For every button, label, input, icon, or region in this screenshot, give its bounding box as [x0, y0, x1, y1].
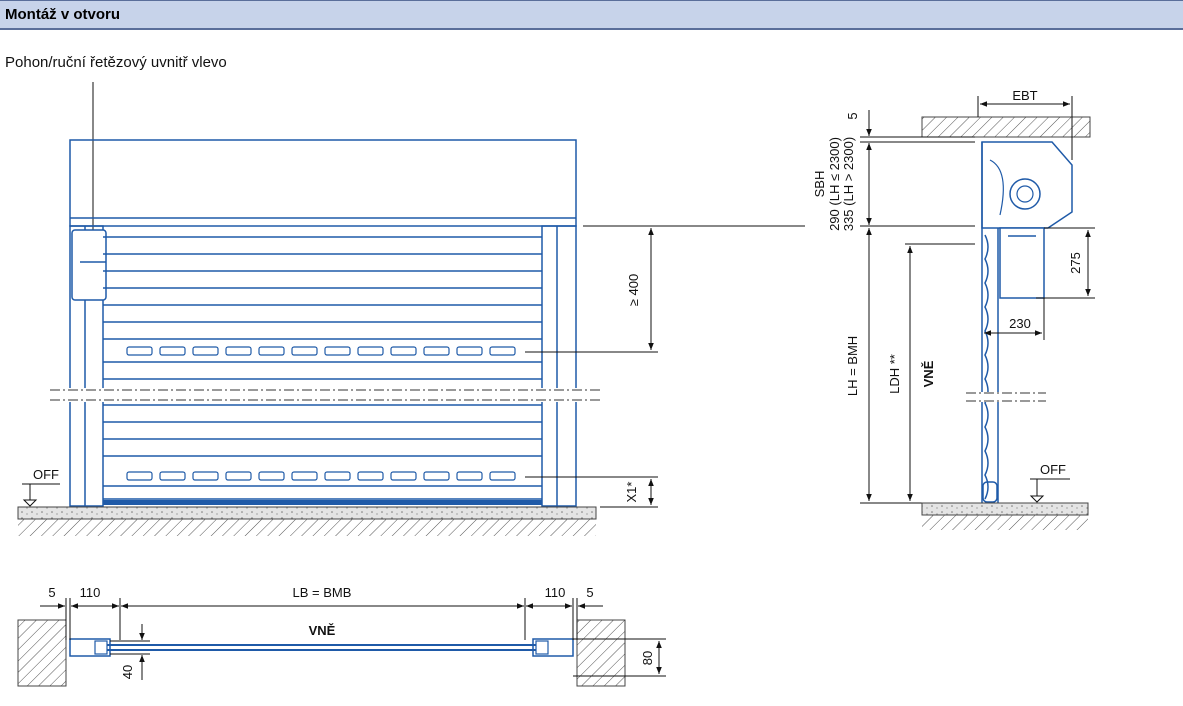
chain-drive-unit: [71, 229, 107, 301]
lintel: [921, 116, 1091, 138]
outside-label-plan: VNĚ: [309, 623, 336, 638]
dim-lh: LH = BMH: [845, 336, 860, 396]
dim-left-width: 110: [80, 585, 101, 600]
motor-unit: [999, 227, 1045, 299]
floor-label-side: OFF: [1040, 462, 1066, 477]
vision-windows-lower: [126, 471, 516, 481]
bottom-seal: [103, 500, 542, 505]
dim-right-width: 110: [545, 585, 566, 600]
dim-80: 80: [640, 651, 655, 665]
dim-40: 40: [120, 665, 135, 679]
floor-label: OFF: [33, 467, 59, 482]
dim-ebt: EBT: [1012, 88, 1037, 103]
right-guide-rail: [541, 225, 577, 507]
dim-230: 230: [1009, 316, 1031, 331]
floor-slab: [17, 506, 597, 520]
bottom-rail: [982, 481, 998, 503]
left-guide-plan: [69, 638, 111, 657]
right-guide-plan: [532, 638, 574, 657]
dim-sbh-small: 290 (LH ≤ 2300): [827, 137, 842, 231]
plan-view: VNĚ 5 110 LB = BMB 110 5 40 80: [17, 585, 666, 687]
side-view: EBT 5 SBH 290 (LH ≤ 2300) 335 (LH > 2300…: [658, 88, 1095, 530]
drive-label: Pohon/ruční řetězový uvnitř vlevo: [5, 54, 227, 71]
dim-x1: X1*: [624, 482, 639, 503]
door-slats: [103, 236, 542, 505]
front-view: OFF ≥ 400 X1*: [17, 82, 658, 536]
floor-slab-side: [921, 502, 1089, 516]
curtain-slats-profile: [984, 234, 989, 500]
left-wall: [17, 619, 67, 687]
roller-box: [69, 139, 577, 227]
right-wall: [576, 619, 626, 687]
dim-lb: LB = BMB: [293, 585, 352, 600]
dim-275: 275: [1068, 252, 1083, 274]
dim-min-400: ≥ 400: [626, 274, 641, 306]
left-guide-rail: [69, 225, 104, 507]
dim-gap-5: 5: [845, 112, 860, 119]
drive-shaft: [1009, 178, 1041, 210]
dim-left-gap: 5: [48, 585, 55, 600]
dim-sbh-label: SBH: [812, 171, 827, 198]
section-header: Montáž v otvoru: [0, 0, 1183, 30]
vision-windows-upper: [126, 346, 516, 356]
dim-right-gap: 5: [586, 585, 593, 600]
dim-sbh-large: 335 (LH > 2300): [841, 137, 856, 231]
section-title: Montáž v otvoru: [5, 6, 120, 23]
roller-housing: [981, 141, 1073, 229]
dim-ldh: LDH **: [887, 354, 902, 394]
outside-label-side: VNĚ: [921, 360, 936, 387]
